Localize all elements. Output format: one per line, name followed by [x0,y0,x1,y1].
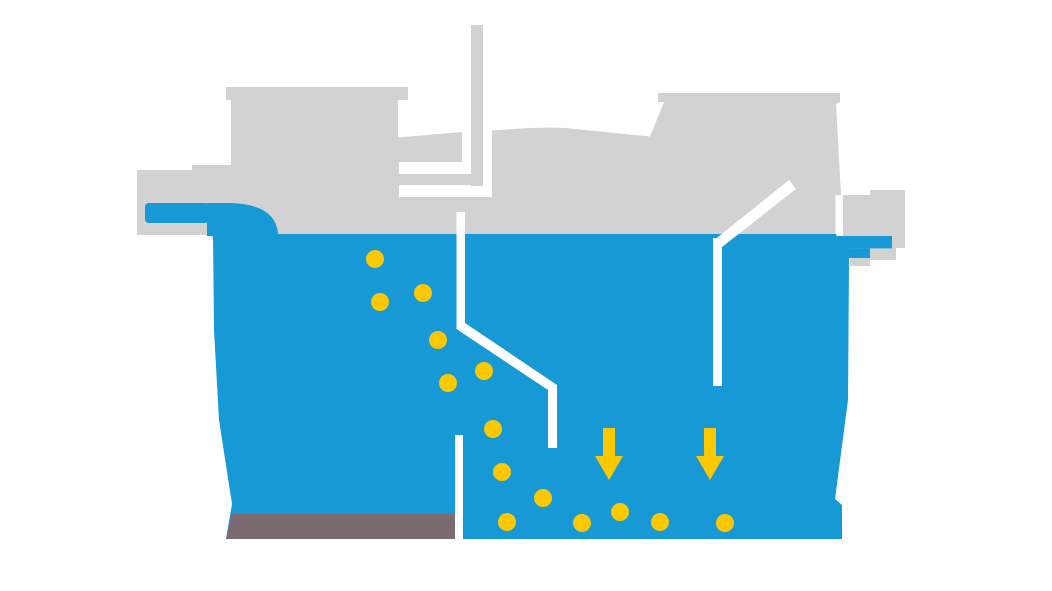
outlet-pipe [826,236,892,249]
particle-dot [414,284,432,302]
particle-dot [366,250,384,268]
sediment-layer [226,514,455,539]
pipe-right-gap [483,128,492,197]
flow-arrows [595,428,724,480]
pipe-left-gap [462,129,471,174]
flow-arrow [595,428,623,480]
particle-dot [651,513,669,531]
inlet-pour [207,203,278,236]
inspection-pipe [471,25,483,186]
tank-water [213,234,849,539]
particle-dot [534,489,552,507]
outlet-tee-slot [835,195,843,237]
particle-dot [475,362,493,380]
inlet-pipe [145,203,209,223]
particle-dot [611,503,629,521]
particle-dot [484,420,502,438]
particle-dot [573,514,591,532]
particle-dots [366,250,734,532]
flow-arrow [696,428,724,480]
particle-dot [498,513,516,531]
particle-dot [371,293,389,311]
outlet-tee-notch [832,248,870,258]
particle-dot [439,374,457,392]
right-baffle [713,180,796,247]
particle-dot [493,463,511,481]
particle-dot [716,514,734,532]
inlet-slot-lower [399,185,492,197]
right-baffle-wall [713,238,722,386]
inlet-slot-upper [399,162,471,174]
tank-lid-shell [137,87,905,266]
particle-dot [429,331,447,349]
left-baffle-lower [455,435,463,539]
